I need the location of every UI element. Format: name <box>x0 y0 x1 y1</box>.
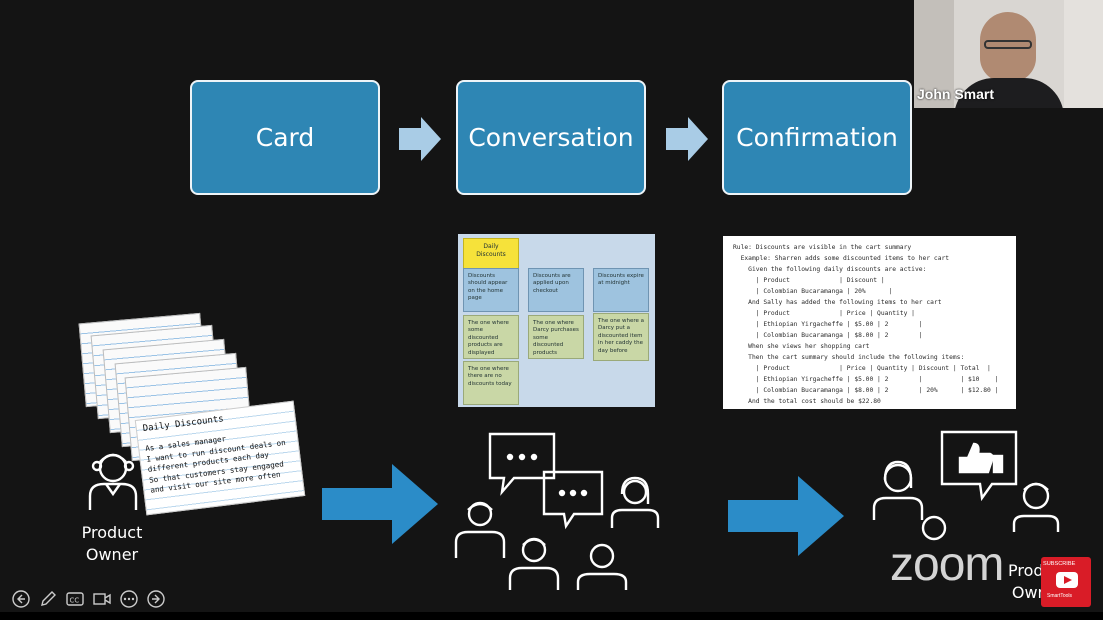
stage-confirmation-label: Confirmation <box>736 123 898 152</box>
product-owner-icon <box>88 453 138 510</box>
gherkin-line: Then the cart summary should include the… <box>733 354 965 361</box>
gherkin-scenario: Rule: Discounts are visible in the cart … <box>723 236 1016 409</box>
flow-arrow-2 <box>728 476 844 556</box>
sticky-rule-3: Discounts expire at midnight <box>593 268 649 312</box>
gherkin-line: When she views her shopping cart <box>733 343 870 350</box>
forward-icon[interactable] <box>145 588 166 609</box>
svg-text:CC: CC <box>69 596 79 604</box>
gherkin-line: And Sally has added the following items … <box>733 299 942 306</box>
gherkin-line: Rule: Discounts are visible in the cart … <box>733 244 912 251</box>
sticky-example-2: The one where Darcy purchases some disco… <box>528 315 584 359</box>
stage-conversation-box: Conversation <box>456 80 646 195</box>
stage-conversation-label: Conversation <box>468 123 634 152</box>
gherkin-line: | Ethiopian Yirgacheffe | $5.00 | 2 | | … <box>733 376 999 383</box>
stage-card-box: Card <box>190 80 380 195</box>
confirmation-group-icon <box>872 430 1060 541</box>
user-story-body: As a sales manager I want to run discoun… <box>144 434 287 496</box>
play-icon <box>1056 572 1078 588</box>
gherkin-line: Given the following daily discounts are … <box>733 266 927 273</box>
user-story-card: Daily Discounts As a sales manager I wan… <box>134 400 306 516</box>
gherkin-line: | Product | Price | Quantity | <box>733 310 915 317</box>
sticky-example-1: The one where some discounted products a… <box>463 315 519 359</box>
stage-arrow-1 <box>399 117 441 161</box>
bottom-bar <box>0 612 1103 620</box>
presentation-toolbar: CC <box>10 588 166 609</box>
gherkin-line: | Colombian Bucaramanga | $8.00 | 2 | 20… <box>733 387 999 394</box>
gherkin-line: Example: Sharren adds some discounted it… <box>733 255 950 262</box>
gherkin-line: | Product | Discount | <box>733 277 885 284</box>
sticky-rule-2: Discounts are applied upon checkout <box>528 268 584 312</box>
flow-arrow-1 <box>322 464 438 544</box>
gherkin-line: And the total cost should be $22.80 <box>733 398 881 405</box>
speaker-video-tile[interactable] <box>914 0 1103 108</box>
stage-card-label: Card <box>255 123 315 152</box>
user-story-title: Daily Discounts <box>142 414 225 435</box>
gherkin-line: | Colombian Bucaramanga | 20% | <box>733 288 893 295</box>
pen-icon[interactable] <box>37 588 58 609</box>
conversation-group-icon <box>454 432 660 590</box>
gherkin-line: | Colombian Bucaramanga | $8.00 | 2 | <box>733 332 923 339</box>
left-product-owner-label: Product Owner <box>81 523 143 564</box>
back-icon[interactable] <box>10 588 31 609</box>
gherkin-line: | Product | Price | Quantity | Discount … <box>733 365 991 372</box>
speaker-name-label: John Smart <box>917 86 995 102</box>
more-icon[interactable] <box>118 588 139 609</box>
gherkin-line: | Ethiopian Yirgacheffe | $5.00 | 2 | <box>733 321 923 328</box>
subscribe-badge[interactable]: SUBSCRIBE SmartTools <box>1041 557 1091 607</box>
camera-icon[interactable] <box>91 588 112 609</box>
sticky-example-3: The one where a Darcy put a discounted i… <box>593 313 649 361</box>
stage-confirmation-box: Confirmation <box>722 80 912 195</box>
example-map-board: Daily Discounts Discounts should appear … <box>458 234 655 407</box>
zoom-watermark: zoom <box>890 538 1004 591</box>
sticky-example-4: The one where there are no discounts tod… <box>463 361 519 405</box>
sticky-rule-1: Discounts should appear on the home page <box>463 268 519 312</box>
stage-arrow-2 <box>666 117 708 161</box>
captions-icon[interactable]: CC <box>64 588 85 609</box>
